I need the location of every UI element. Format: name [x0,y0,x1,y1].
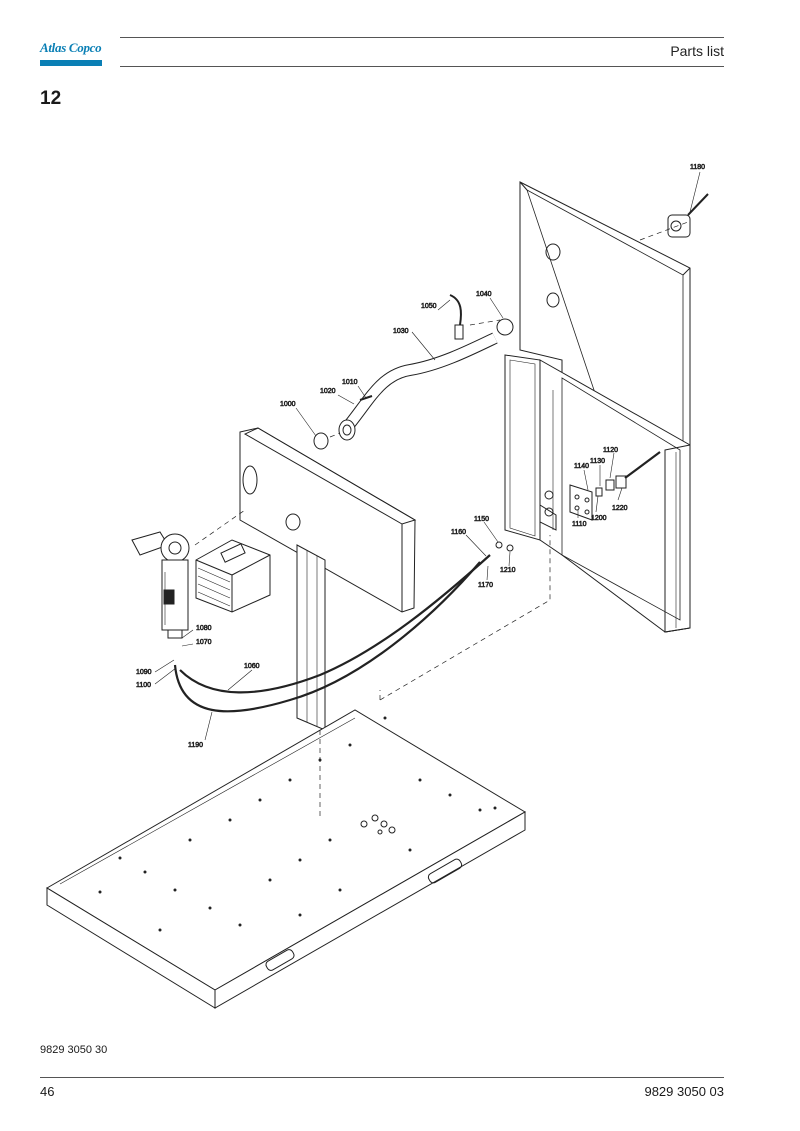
callout-1140: 1120 [603,447,618,454]
callout-1130: 1110 [572,521,587,528]
tank-cover [239,427,417,613]
drawing-code: 9829 3050 30 [40,1044,108,1056]
callout-1190: 1170 [478,582,493,589]
callout-1100: 1100 [136,682,151,689]
callout-1210: 1210 [500,567,516,574]
header-rule-top [120,37,724,38]
hoses [173,554,491,713]
callout-1220: 1220 [612,505,628,512]
page-number: 46 [40,1084,55,1099]
dryer-block [195,539,271,613]
atlas-copco-logo: Atlas Copco [40,38,102,67]
callout-1080: 1080 [196,625,212,632]
callout-1120: 1180 [690,164,705,171]
section-number: 12 [40,88,62,109]
exploded-parts-drawing: 1180 1040 1050 1030 1010 1020 1000 1120 … [46,164,709,1009]
callout-1160: 1140 [574,463,589,470]
callout-1090: 1090 [136,669,152,676]
callout-1150: 1130 [590,458,605,465]
header-title: Parts list [670,43,724,59]
callout-1200: 1200 [591,515,607,522]
filter-assembly [131,531,190,639]
footer-rule [40,1077,724,1078]
base-plate [46,709,526,1009]
callout-1020: 1020 [320,388,336,395]
document-number: 9829 3050 03 [644,1084,724,1099]
callout-1030: 1030 [393,328,409,335]
ball-valve [667,193,709,238]
callouts: 1180 1040 1050 1030 1010 1020 1000 1120 … [136,164,706,750]
callout-1050: 1050 [421,303,437,310]
fittings [495,451,661,552]
header-rule-bottom [120,66,724,67]
pipe [313,294,514,450]
callout-1110: 1190 [188,742,203,749]
logo-bar [40,60,102,66]
callout-1040: 1040 [476,291,492,298]
callout-1060: 1060 [244,663,260,670]
support-post [296,544,326,731]
callout-1170: 1150 [474,516,489,523]
callout-1000: 1000 [280,401,296,408]
callout-1070: 1070 [196,639,212,646]
callout-1180: 1160 [451,529,466,536]
logo-text: Atlas Copco [40,40,102,55]
dashed-leaders [194,221,689,820]
frame-panel [504,181,691,633]
callout-1010: 1010 [342,379,358,386]
